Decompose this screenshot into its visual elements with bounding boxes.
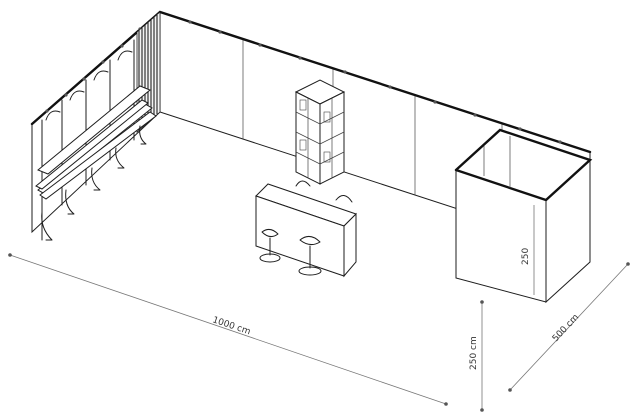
depth-label: 500 cm <box>551 313 581 345</box>
meeting-cabin <box>454 128 593 304</box>
dimension-length <box>8 253 448 406</box>
bar-stools <box>259 228 322 276</box>
shelving-unit <box>35 39 157 241</box>
dimension-height <box>480 300 484 412</box>
dimension-depth <box>508 262 630 392</box>
cube-shelf-tower <box>294 79 346 185</box>
height-label: 250 cm <box>469 336 479 370</box>
length-label: 1000 cm <box>211 315 252 337</box>
room-height-label: 250 <box>521 248 531 265</box>
counter-desk <box>255 180 357 278</box>
